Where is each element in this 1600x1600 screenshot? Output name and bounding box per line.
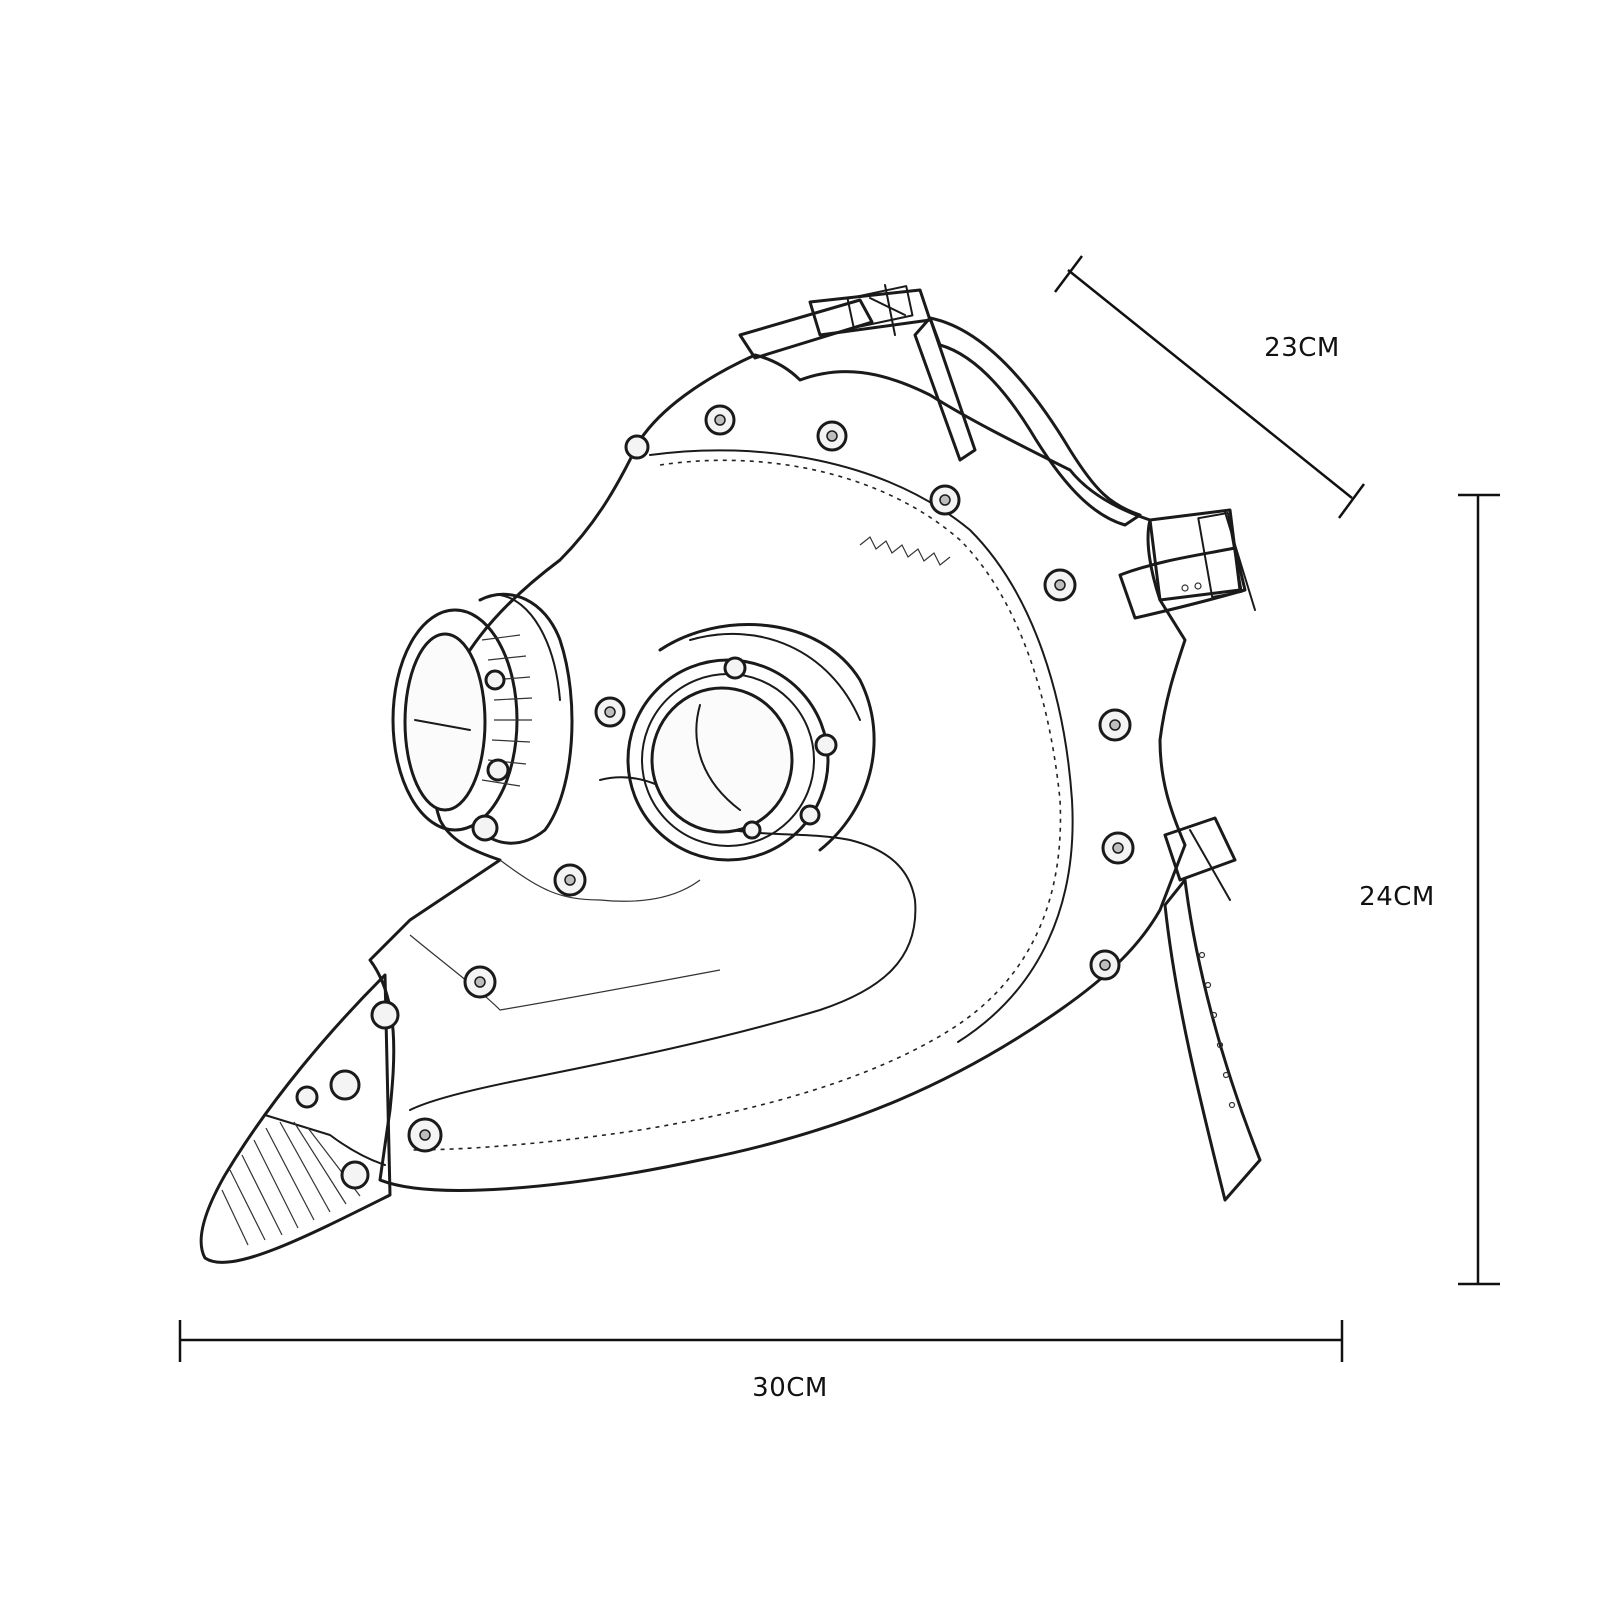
rivets <box>407 404 1135 1153</box>
height-dimension: 24CM <box>1359 493 1500 1286</box>
left-goggle <box>391 592 574 845</box>
side-buckle-upper <box>1118 508 1256 620</box>
height-dimension-label: 24CM <box>1359 882 1435 912</box>
plague-doctor-mask-illustration <box>199 284 1262 1264</box>
length-dimension: 30CM <box>178 1320 1344 1403</box>
strap-dimension-label: 23CM <box>1264 333 1340 363</box>
beak-tip <box>199 973 400 1264</box>
strap-dimension-tick-bottom <box>1337 483 1366 519</box>
right-goggle <box>626 623 876 862</box>
strap-dimension-line <box>1067 269 1353 499</box>
strap-dimension: 23CM <box>1054 255 1366 519</box>
side-buckle-lower <box>1163 816 1262 1202</box>
strap-dimension-tick-top <box>1054 255 1083 293</box>
top-buckle <box>738 284 932 360</box>
length-dimension-label: 30CM <box>752 1373 828 1403</box>
